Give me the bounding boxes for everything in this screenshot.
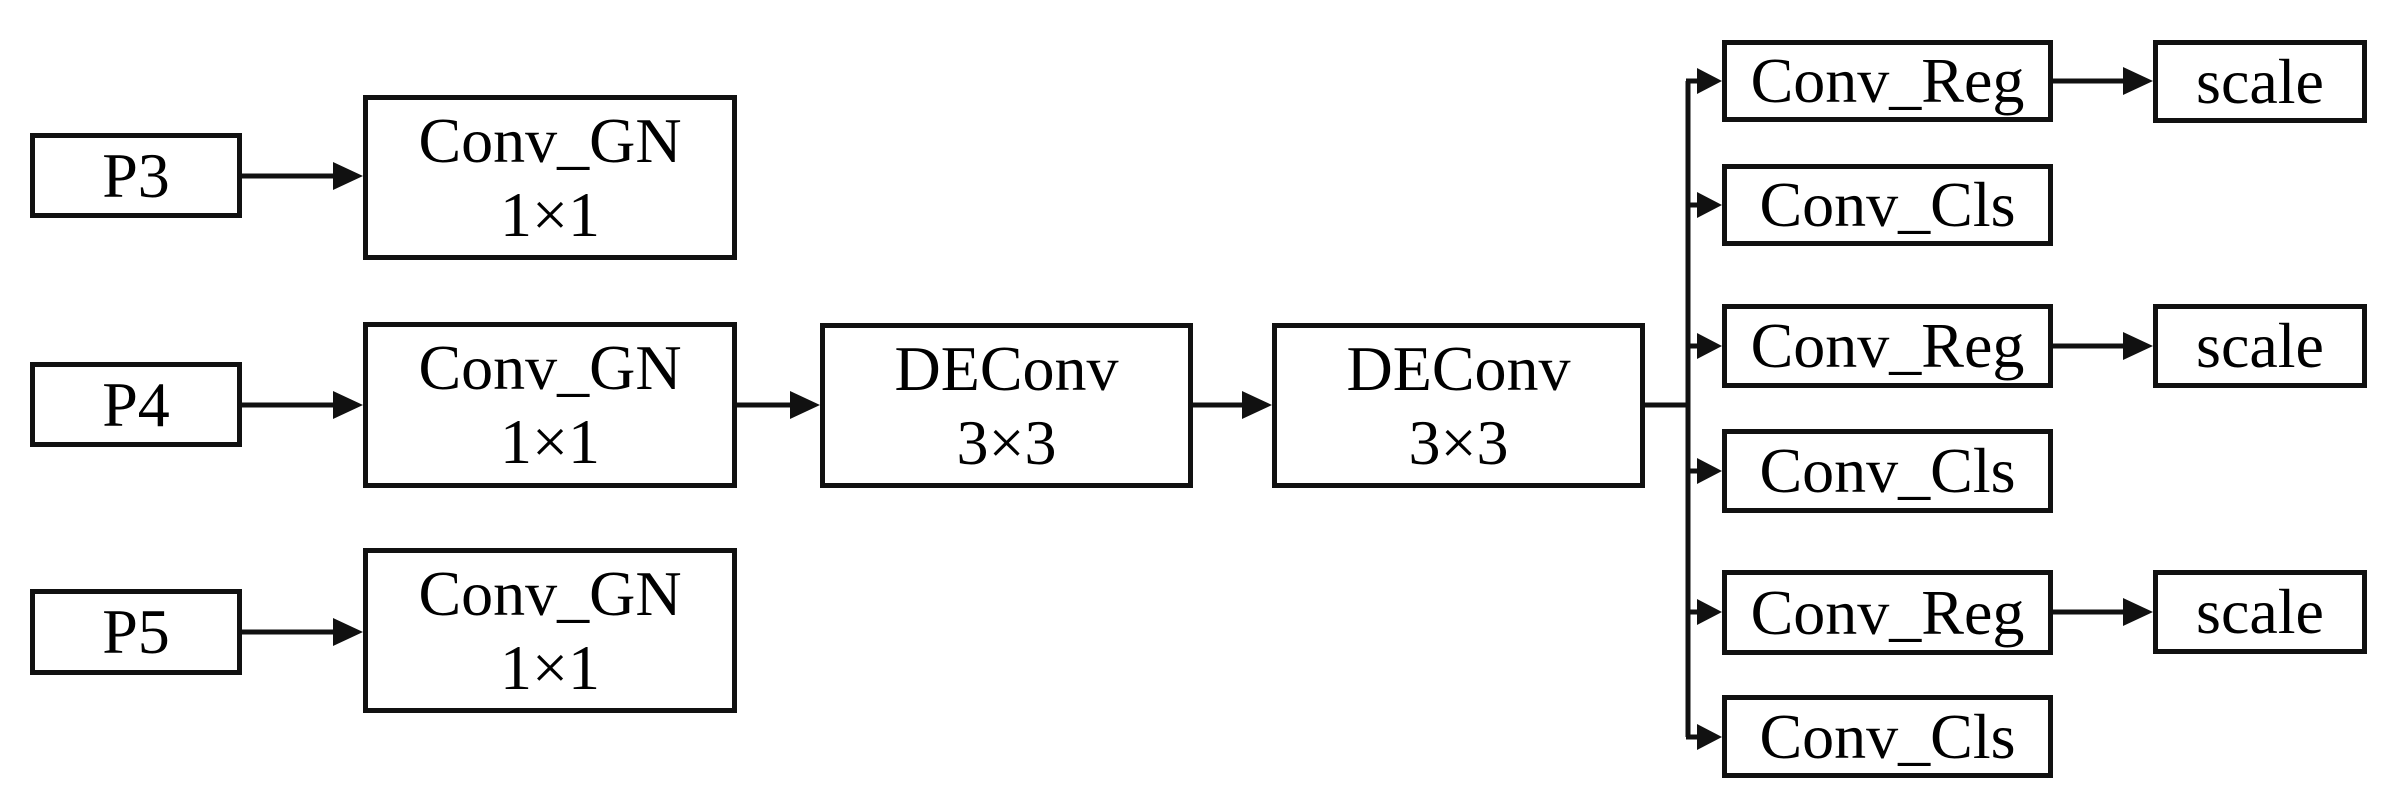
conv-reg-box-3: Conv_Reg: [1722, 570, 2053, 655]
scale-label: scale: [2196, 310, 2324, 381]
input-label-p3: P3: [102, 139, 170, 211]
conv-cls-label: Conv_Cls: [1759, 169, 2016, 240]
deconv-name: DEConv: [894, 332, 1119, 404]
arrow-convreg3-to-scale: [2053, 598, 2153, 626]
conv-cls-box-2: Conv_Cls: [1722, 429, 2053, 513]
conv-cls-box-3: Conv_Cls: [1722, 695, 2053, 778]
scale-label: scale: [2196, 576, 2324, 647]
conv-gn-name: Conv_GN: [418, 557, 682, 629]
scale-box-3: scale: [2153, 570, 2367, 654]
deconv-box-2: DEConv 3×3: [1272, 323, 1645, 488]
arrow-trunk-to-convcls-3: [1686, 724, 1722, 750]
conv-cls-box-1: Conv_Cls: [1722, 164, 2053, 246]
arrow-trunk-to-convcls-2: [1686, 458, 1722, 484]
conv-gn-box-1: Conv_GN 1×1: [363, 95, 737, 260]
conv-gn-box-2: Conv_GN 1×1: [363, 322, 737, 488]
conv-reg-box-2: Conv_Reg: [1722, 304, 2053, 388]
arrow-p3-to-convgn: [242, 162, 363, 190]
deconv-box-1: DEConv 3×3: [820, 323, 1193, 488]
line-deconv2-to-trunk: [1645, 81, 1691, 737]
arrow-convreg1-to-scale: [2053, 67, 2153, 95]
input-label-p4: P4: [102, 368, 170, 440]
deconv-name: DEConv: [1346, 332, 1571, 404]
arrow-trunk-to-convreg-3: [1686, 599, 1722, 625]
arrow-deconv1-to-deconv2: [1193, 391, 1272, 419]
arrow-trunk-to-convreg-2: [1686, 333, 1722, 359]
conv-cls-label: Conv_Cls: [1759, 435, 2016, 506]
input-box-p5: P5: [30, 589, 242, 675]
scale-label: scale: [2196, 45, 2324, 117]
conv-gn-kernel: 1×1: [499, 178, 601, 250]
conv-reg-label: Conv_Reg: [1750, 576, 2025, 648]
arrow-p5-to-convgn: [242, 618, 363, 646]
conv-reg-label: Conv_Reg: [1750, 310, 2025, 381]
deconv-kernel: 3×3: [1408, 406, 1509, 478]
conv-gn-box-3: Conv_GN 1×1: [363, 548, 737, 713]
conv-gn-kernel: 1×1: [499, 631, 601, 703]
conv-gn-name: Conv_GN: [418, 104, 682, 176]
conv-gn-kernel: 1×1: [499, 406, 601, 477]
arrow-trunk-to-convcls-1: [1686, 192, 1722, 218]
scale-box-2: scale: [2153, 304, 2367, 388]
arrow-trunk-to-convreg-1: [1686, 68, 1722, 94]
scale-box-1: scale: [2153, 40, 2367, 123]
arrow-convgn-to-deconv1: [737, 391, 820, 419]
conv-reg-label: Conv_Reg: [1750, 45, 2025, 116]
arrow-p4-to-convgn: [242, 391, 363, 419]
input-label-p5: P5: [102, 596, 170, 667]
deconv-kernel: 3×3: [956, 406, 1057, 478]
conv-cls-label: Conv_Cls: [1759, 700, 2016, 772]
conv-reg-box-1: Conv_Reg: [1722, 40, 2053, 122]
input-box-p3: P3: [30, 133, 242, 218]
input-box-p4: P4: [30, 362, 242, 447]
arrow-convreg2-to-scale: [2053, 332, 2153, 360]
conv-gn-name: Conv_GN: [418, 332, 682, 403]
